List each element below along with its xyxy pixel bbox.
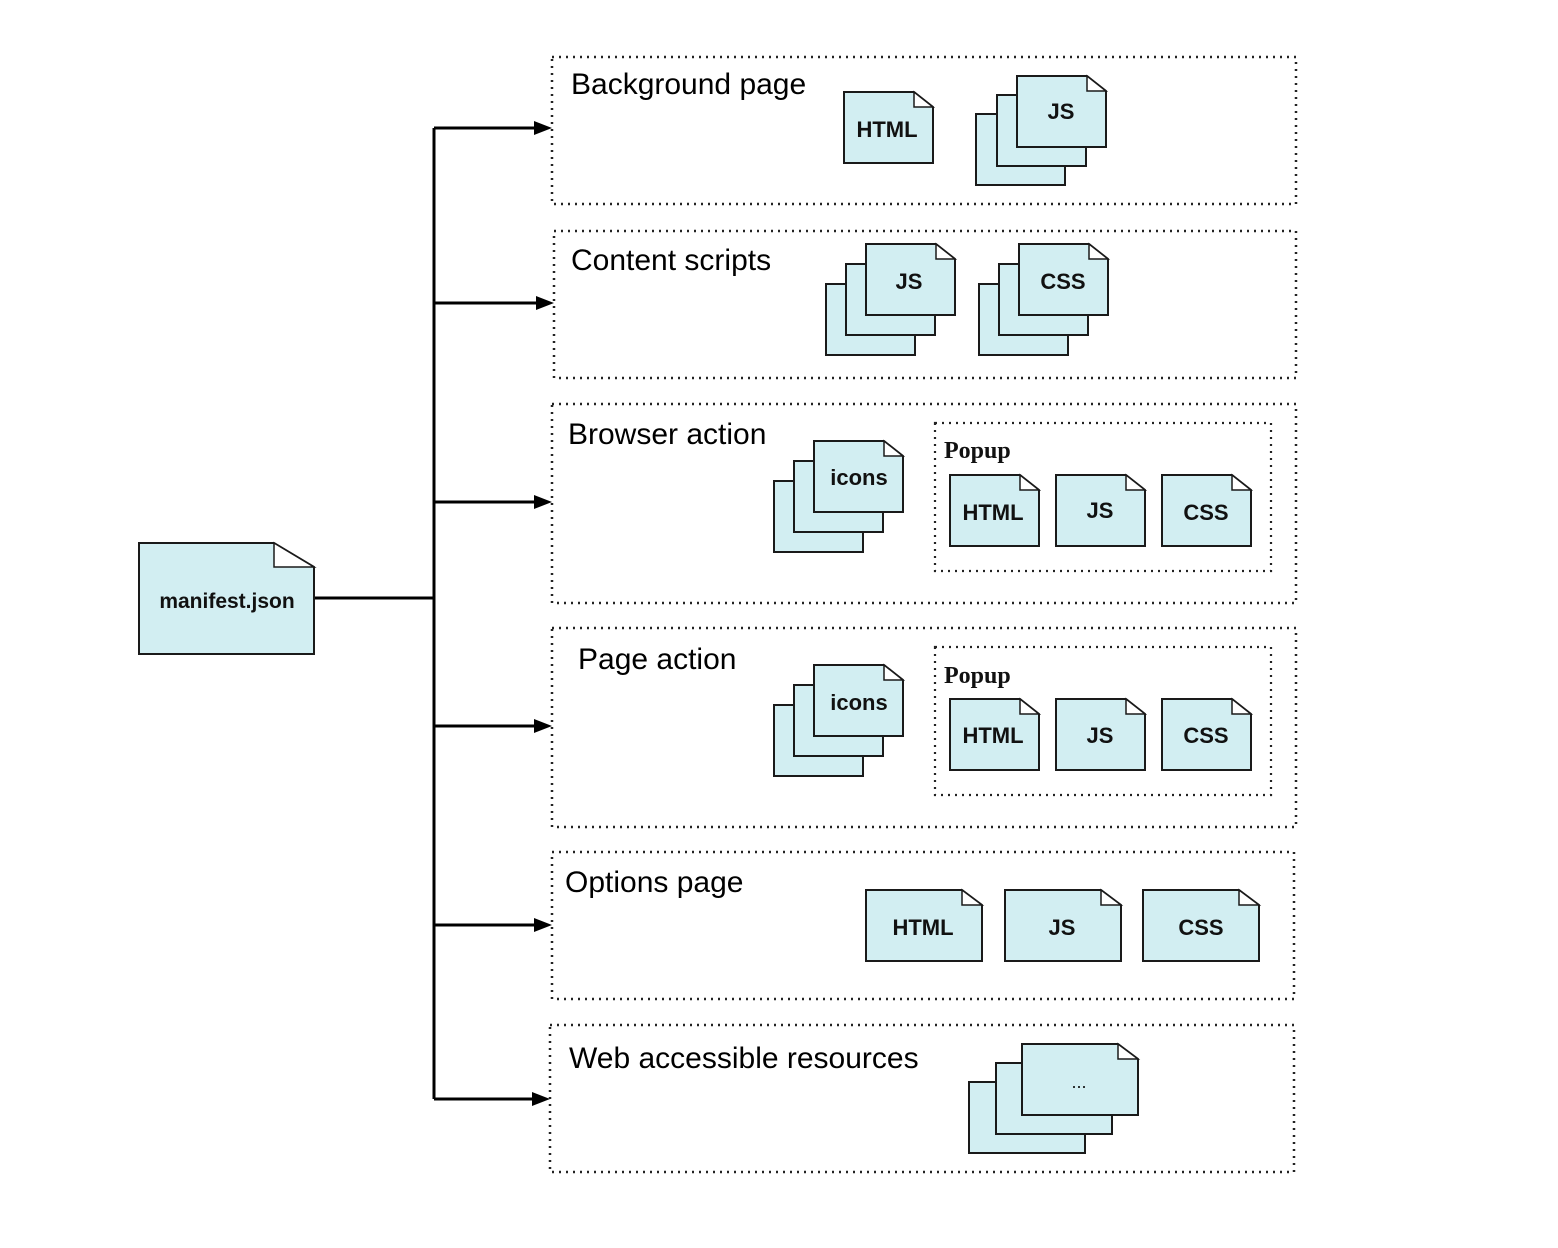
file-label: JS xyxy=(1087,723,1114,748)
section-title: Content scripts xyxy=(571,244,771,277)
section-title: Page action xyxy=(578,643,736,676)
file-label: HTML xyxy=(856,117,917,142)
arrow-web-accessible-resources xyxy=(532,1092,550,1106)
file-stack-icons-icon: icons xyxy=(773,663,906,777)
file-stack-css-icon: CSS xyxy=(978,242,1111,356)
arrow-page-action xyxy=(534,719,552,733)
file-label: JS xyxy=(1087,498,1114,523)
popup-title: Popup xyxy=(944,663,1011,689)
arrow-browser-action xyxy=(534,495,552,509)
manifest-file-icon: manifest.json xyxy=(138,541,317,655)
file-label: JS xyxy=(896,269,923,294)
section-page-action: Page action icons Popup HTML JS CSS xyxy=(550,626,1298,829)
popup-group: Popup HTML JS CSS xyxy=(933,645,1273,797)
file-icon-js: JS xyxy=(1055,697,1148,771)
section-box xyxy=(550,850,1296,1001)
connectors xyxy=(314,121,554,1106)
popup-box xyxy=(933,421,1273,573)
file-stack-js-icon: JS xyxy=(825,242,958,356)
file-icon-html: HTML xyxy=(843,90,936,164)
section-browser-action: Browser action icons Popup HTML JS CSS xyxy=(550,402,1298,605)
popup-title: Popup xyxy=(944,438,1011,464)
section-web-accessible-resources: Web accessible resources ... xyxy=(548,1023,1296,1174)
file-label: HTML xyxy=(962,723,1023,748)
arrow-background-page xyxy=(534,121,552,135)
popup-group: Popup HTML JS CSS xyxy=(933,421,1273,573)
arrow-options-page xyxy=(534,918,552,932)
file-icon-html: HTML xyxy=(949,473,1042,547)
section-title: Options page xyxy=(565,866,743,899)
section-options-page: Options page HTML JS CSS xyxy=(550,850,1296,1001)
file-icon-css: CSS xyxy=(1161,473,1254,547)
file-icon-html: HTML xyxy=(865,888,985,962)
file-label: icons xyxy=(830,690,887,715)
manifest-label: manifest.json xyxy=(159,590,294,613)
section-box xyxy=(550,402,1298,605)
file-label: HTML xyxy=(892,915,953,940)
section-title: Browser action xyxy=(568,418,766,451)
file-label: CSS xyxy=(1040,269,1085,294)
section-content-scripts: Content scripts JS CSS xyxy=(552,229,1298,380)
file-label: JS xyxy=(1048,99,1075,124)
section-title: Web accessible resources xyxy=(569,1042,919,1075)
section-box xyxy=(552,229,1298,380)
file-label: icons xyxy=(830,465,887,490)
file-label: CSS xyxy=(1183,723,1228,748)
file-label: HTML xyxy=(962,500,1023,525)
file-icon-html: HTML xyxy=(949,697,1042,771)
section-title: Background page xyxy=(571,68,806,101)
file-icon-js: JS xyxy=(1004,888,1124,962)
section-box xyxy=(548,1023,1296,1174)
file-icon-js: JS xyxy=(1055,473,1148,547)
section-box xyxy=(550,55,1298,206)
file-label: CSS xyxy=(1178,915,1223,940)
file-label: ... xyxy=(1071,1072,1086,1092)
popup-box xyxy=(933,645,1273,797)
arrow-content-scripts xyxy=(536,296,554,310)
file-icon-css: CSS xyxy=(1142,888,1262,962)
file-label: CSS xyxy=(1183,500,1228,525)
file-stack-resources-icon: ... xyxy=(968,1042,1141,1154)
file-stack-icons-icon: icons xyxy=(773,439,906,553)
file-label: JS xyxy=(1049,915,1076,940)
file-icon-css: CSS xyxy=(1161,697,1254,771)
file-stack-js-icon: JS xyxy=(975,74,1109,186)
section-box xyxy=(550,626,1298,829)
section-background-page: Background page HTML JS xyxy=(550,55,1298,206)
